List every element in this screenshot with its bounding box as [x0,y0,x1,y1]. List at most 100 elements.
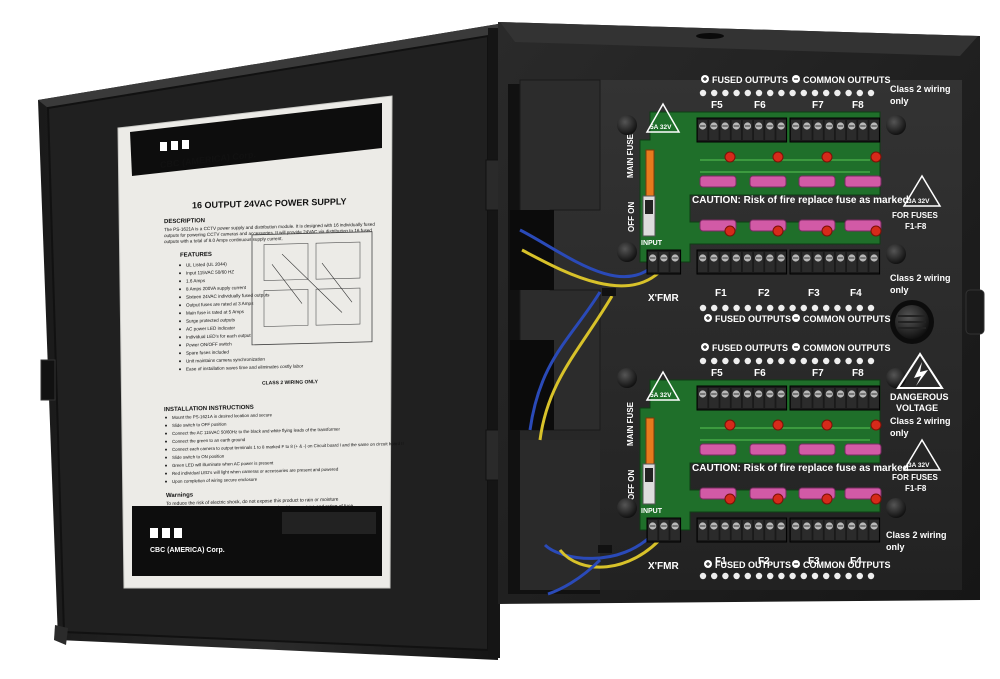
channel-label: F4 [850,556,862,567]
manual-line: Upon completion of wiring secure enclosu… [172,477,258,484]
polarity-mark [755,304,763,312]
channel-label: F7 [812,368,824,379]
instruction-sheet: CBC (AMERICA) Corp. 16 OUTPUT 24VAC POWE… [117,95,404,589]
common-outputs-label: COMMON OUTPUTS [803,75,891,85]
manual-features: UL Listed (UL 2044)Input 115VAC 50/60 HZ… [179,262,304,372]
channel-label: F8 [852,100,864,111]
polarity-mark [722,304,729,312]
polarity-mark [834,89,841,97]
polarity-mark [744,572,751,580]
class2-label-a2: only [890,96,909,106]
channel-label: F1 [715,288,727,299]
manual-line: Unit maintains camera synchronization [186,357,265,364]
bullet [165,456,167,459]
polarity-mark [767,357,774,365]
common-outputs-label: COMMON OUTPUTS [803,560,891,570]
manual-line: Ease of installation saves time and elim… [186,364,304,372]
polarity-mark [834,357,841,365]
terminal-block-fused-bottom [696,249,788,275]
power-switch[interactable]: OFF ON [627,195,656,237]
manual-line: Output fuses are rated at 3 Amps [186,301,254,308]
manual-install-heading: INSTALLATION INSTRUCTIONS [164,405,254,413]
polarity-mark [856,304,863,312]
for-fuses-range-b: F1-F8 [905,484,927,493]
polarity-mark [778,572,785,580]
polarity-mark [699,357,707,365]
polarity-mark [823,357,830,365]
output-footer: FUSED OUTPUTS COMMON OUTPUTS FUSED OUTPUTS… [704,314,891,570]
channel-label: F1 [715,556,727,567]
wiring [519,228,667,596]
terminal-block-fused-top [696,117,788,143]
fuse-warning-badge-a: 3A 32V [902,174,942,207]
xfmr-label: X'FMR [648,561,679,572]
bullet [165,424,167,427]
for-fuses-range-a: F1-F8 [905,222,927,231]
fused-outputs-label: FUSED OUTPUTS [712,343,788,353]
common-outputs-label: COMMON OUTPUTS [803,343,891,353]
channel-label: F6 [754,368,766,379]
bullet [179,312,181,315]
manual-line: Red individual LED's will light when cam… [172,467,339,476]
output-fuse [699,443,737,456]
polarity-mark [755,357,763,365]
polarity-mark [722,357,729,365]
polarity-mark [867,357,875,365]
wiring-diagram [251,231,373,346]
class2-label-b2: only [890,285,909,295]
side-labels: Class 2 wiring only 3A 32V FOR FUSES F1-… [886,84,951,552]
manual-install-steps: Mount the PS-1621A in desired location a… [165,412,404,484]
main-fuse-rating-badge: 5A 32V [645,102,681,133]
bullet [165,448,167,451]
output-led [821,225,833,237]
manual-line: outputs with a total of 8.0 Amps continu… [164,236,283,244]
manual-line: Spare fuses included [186,349,229,355]
class2-label-c2: only [890,428,909,438]
bullet [179,328,181,331]
svg-text:MAIN FUSE: MAIN FUSE [626,401,635,446]
terminal-block-fused-top [696,385,788,411]
for-fuses-label-b: FOR FUSES [892,473,938,482]
polarity-mark [733,304,740,312]
manual-line: Slide switch to ON position [172,454,225,460]
for-fuses-label-a: FOR FUSES [892,211,938,220]
polarity-mark [823,89,830,97]
fused-outputs-label: FUSED OUTPUTS [715,560,791,570]
power-switch[interactable]: OFF ON [627,463,656,505]
manual-line: Main fuse is rated at 5 Amps [186,309,245,316]
brand-logo [150,528,182,538]
bullet [179,344,181,347]
manual-line: 1.6 Amps [186,278,206,284]
enclosure-box [498,22,985,604]
svg-text:3A 32V: 3A 32V [908,198,930,205]
manual-line: Surge protected outputs [186,317,236,323]
manual-features-heading: FEATURES [180,252,212,259]
polarity-mark [755,572,763,580]
bullet [179,272,181,275]
polarity-mark [823,572,830,580]
channel-label: F7 [812,100,824,111]
manual-line: Input 115VAC 50/60 HZ [186,269,234,275]
bullet [165,416,167,419]
bullet [179,264,181,267]
polarity-mark [845,357,852,365]
polarity-mark [823,304,830,312]
manual-line: Power ON/OFF switch [186,341,232,347]
polarity-mark [711,572,718,580]
manual-line: Green LED will illuminate when AC power … [172,460,274,468]
hinge [485,28,503,658]
polarity-mark [845,304,852,312]
channel-label: F6 [754,100,766,111]
polarity-mark [800,572,807,580]
polarity-mark [755,89,763,97]
svg-text:5A 32V: 5A 32V [650,392,672,399]
polarity-mark [744,357,751,365]
output-fuse [844,175,882,188]
common-outputs-label: COMMON OUTPUTS [803,314,891,324]
xfmr-label: X'FMR [648,293,679,304]
manual-line: Connect the green to an earth ground [172,437,246,444]
polarity-mark [867,89,875,97]
